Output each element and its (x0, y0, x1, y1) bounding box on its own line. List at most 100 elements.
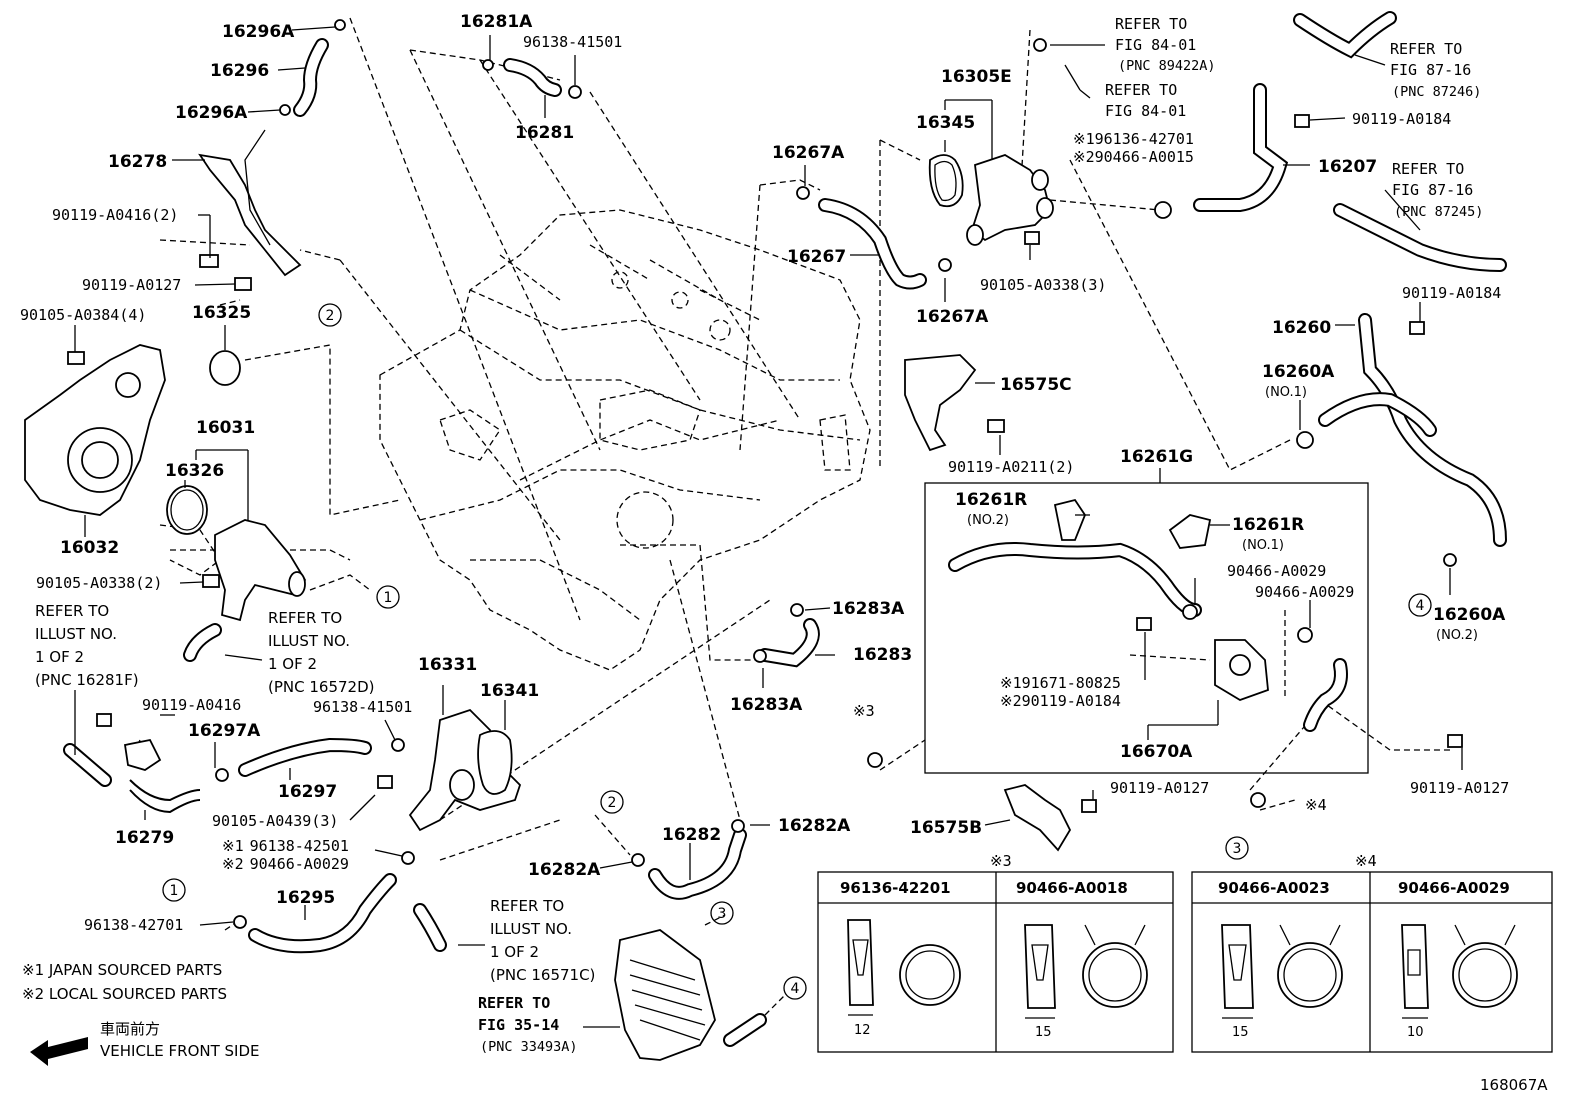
note-front-jp: 車両前方 (100, 1020, 160, 1038)
label-16282A-left: 16282A (528, 860, 601, 880)
label-16283A-top: 16283A (832, 599, 905, 619)
label-91671-80825: ※191671-80825 (1000, 674, 1121, 692)
svg-text:1: 1 (384, 590, 393, 606)
svg-text:(PNC 87246): (PNC 87246) (1392, 84, 1481, 100)
svg-text:1: 1 (170, 883, 179, 899)
label-96138-41501-mid: 96138-41501 (313, 698, 412, 716)
svg-text:REFER TO: REFER TO (1115, 15, 1187, 33)
part-labels: 16296A 16296 16296A 16278 90119-A0416(2)… (20, 12, 1509, 934)
svg-text:3: 3 (718, 906, 727, 922)
svg-text:※4: ※4 (1355, 852, 1377, 870)
svg-text:(PNC 87245): (PNC 87245) (1394, 204, 1483, 220)
label-16575B: 16575B (910, 818, 982, 838)
label-16261R-no2: 16261R (955, 490, 1027, 510)
label-16295: 16295 (276, 888, 335, 908)
svg-text:REFER TO: REFER TO (1392, 160, 1464, 178)
table3-col1: 96136-42201 (840, 879, 951, 897)
note-japan-sourced: ※1 JAPAN SOURCED PARTS (22, 961, 222, 979)
callout-1-mid: 1 (376, 585, 400, 609)
svg-text:1 OF 2: 1 OF 2 (35, 648, 84, 666)
svg-text:FIG 84-01: FIG 84-01 (1115, 36, 1196, 54)
label-16260: 16260 (1272, 318, 1331, 338)
svg-text:ILLUST NO.: ILLUST NO. (268, 632, 350, 650)
label-16267: 16267 (787, 247, 846, 267)
mark-k3-a: ※3 (853, 702, 875, 720)
svg-text:(PNC 89422A): (PNC 89422A) (1118, 58, 1216, 74)
svg-text:4: 4 (1416, 598, 1425, 614)
circle-callouts: 2 1 1 2 3 4 4 3 (162, 303, 1432, 1000)
label-16325: 16325 (192, 303, 251, 323)
label-16032: 16032 (60, 538, 119, 558)
label-16260A-no2: 16260A (1433, 605, 1506, 625)
table3-col2: 90466-A0018 (1016, 879, 1128, 897)
svg-text:(PNC 33493A): (PNC 33493A) (480, 1039, 578, 1055)
label-16261G: 16261G (1120, 447, 1193, 467)
svg-text:FIG 35-14: FIG 35-14 (478, 1016, 559, 1034)
label-16326: 16326 (165, 461, 224, 481)
label-90105-A0439-3: 90105-A0439(3) (212, 812, 338, 830)
label-16279: 16279 (115, 828, 174, 848)
label-90119-A0184-mid: 90119-A0184 (1402, 284, 1501, 302)
label-16296A-bot: 16296A (175, 103, 248, 123)
label-leaders (74, 26, 1463, 1028)
sublabel-no2-a: (NO.2) (1436, 628, 1478, 643)
label-16296A-top: 16296A (222, 22, 295, 42)
svg-text:1 OF 2: 1 OF 2 (490, 943, 539, 961)
svg-text:REFER TO: REFER TO (478, 994, 550, 1012)
label-16207: 16207 (1318, 157, 1377, 177)
label-90119-A0416: 90119-A0416 (142, 696, 241, 714)
svg-text:ILLUST NO.: ILLUST NO. (490, 920, 572, 938)
label-16670A: 16670A (1120, 742, 1193, 762)
label-16305E: 16305E (941, 67, 1012, 87)
mark-k4-a: ※4 (1305, 796, 1327, 814)
svg-text:REFER TO: REFER TO (35, 602, 109, 620)
hoses (63, 11, 1507, 1047)
svg-text:REFER TO: REFER TO (268, 609, 342, 627)
note-local-sourced: ※2 LOCAL SOURCED PARTS (22, 985, 227, 1003)
label-90466-A0015: ※290466-A0015 (1073, 148, 1194, 166)
svg-text:1 OF 2: 1 OF 2 (268, 655, 317, 673)
svg-text:FIG 84-01: FIG 84-01 (1105, 102, 1186, 120)
label-90119-A0211-2: 90119-A0211(2) (948, 458, 1074, 476)
clamp-table-3: ※3 96136-42201 90466-A0018 12 15 (817, 852, 1174, 1053)
svg-text:FIG 87-16: FIG 87-16 (1390, 61, 1471, 79)
label-16267A-bot: 16267A (916, 307, 989, 327)
svg-text:2: 2 (608, 795, 617, 811)
label-90119-A0127-mid: 90119-A0127 (1110, 779, 1209, 797)
refer-notes: REFER TO FIG 84-01 (PNC 89422A) REFER TO… (35, 15, 1483, 1055)
label-16283: 16283 (853, 645, 912, 665)
label-16281: 16281 (515, 123, 574, 143)
label-90105-A0384-4: 90105-A0384(4) (20, 306, 146, 324)
label-90105-A0338-3: 90105-A0338(3) (980, 276, 1106, 294)
svg-text:2: 2 (326, 308, 335, 324)
label-90119-A0184-in: ※290119-A0184 (1000, 692, 1121, 710)
label-90466-A0029-b: 90466-A0029 (1255, 583, 1354, 601)
sublabel-no2-b: (NO.2) (967, 513, 1009, 528)
assembly-box-16261G (924, 482, 1369, 774)
label-90119-A0127-right: 90119-A0127 (1410, 779, 1509, 797)
label-16345: 16345 (916, 113, 975, 133)
footnotes: ※1 JAPAN SOURCED PARTS ※2 LOCAL SOURCED … (22, 961, 1548, 1094)
label-90119-A0416-2: 90119-A0416(2) (52, 206, 178, 224)
svg-text:12: 12 (854, 1023, 871, 1038)
label-90119-A0184-top: 90119-A0184 (1352, 110, 1451, 128)
label-96136-42701: ※196136-42701 (1073, 130, 1194, 148)
label-16297: 16297 (278, 782, 337, 802)
callout-1-bot: 1 (162, 878, 186, 902)
svg-text:10: 10 (1407, 1025, 1424, 1040)
label-90119-A0127-left: 90119-A0127 (82, 276, 181, 294)
arrow-front-icon (30, 1037, 88, 1066)
callout-2-bot: 2 (600, 790, 624, 814)
callout-4-right: 4 (1408, 593, 1432, 617)
leader-lines (129, 17, 1450, 1016)
label-16575C: 16575C (1000, 375, 1072, 395)
label-16267A-top: 16267A (772, 143, 845, 163)
svg-text:15: 15 (1232, 1025, 1249, 1040)
label-16278: 16278 (108, 152, 167, 172)
svg-text:FIG 87-16: FIG 87-16 (1392, 181, 1473, 199)
sublabel-no1-a: (NO.1) (1265, 385, 1307, 400)
callout-3-right: 3 (1225, 836, 1249, 860)
callout-4-bot: 4 (783, 976, 807, 1000)
